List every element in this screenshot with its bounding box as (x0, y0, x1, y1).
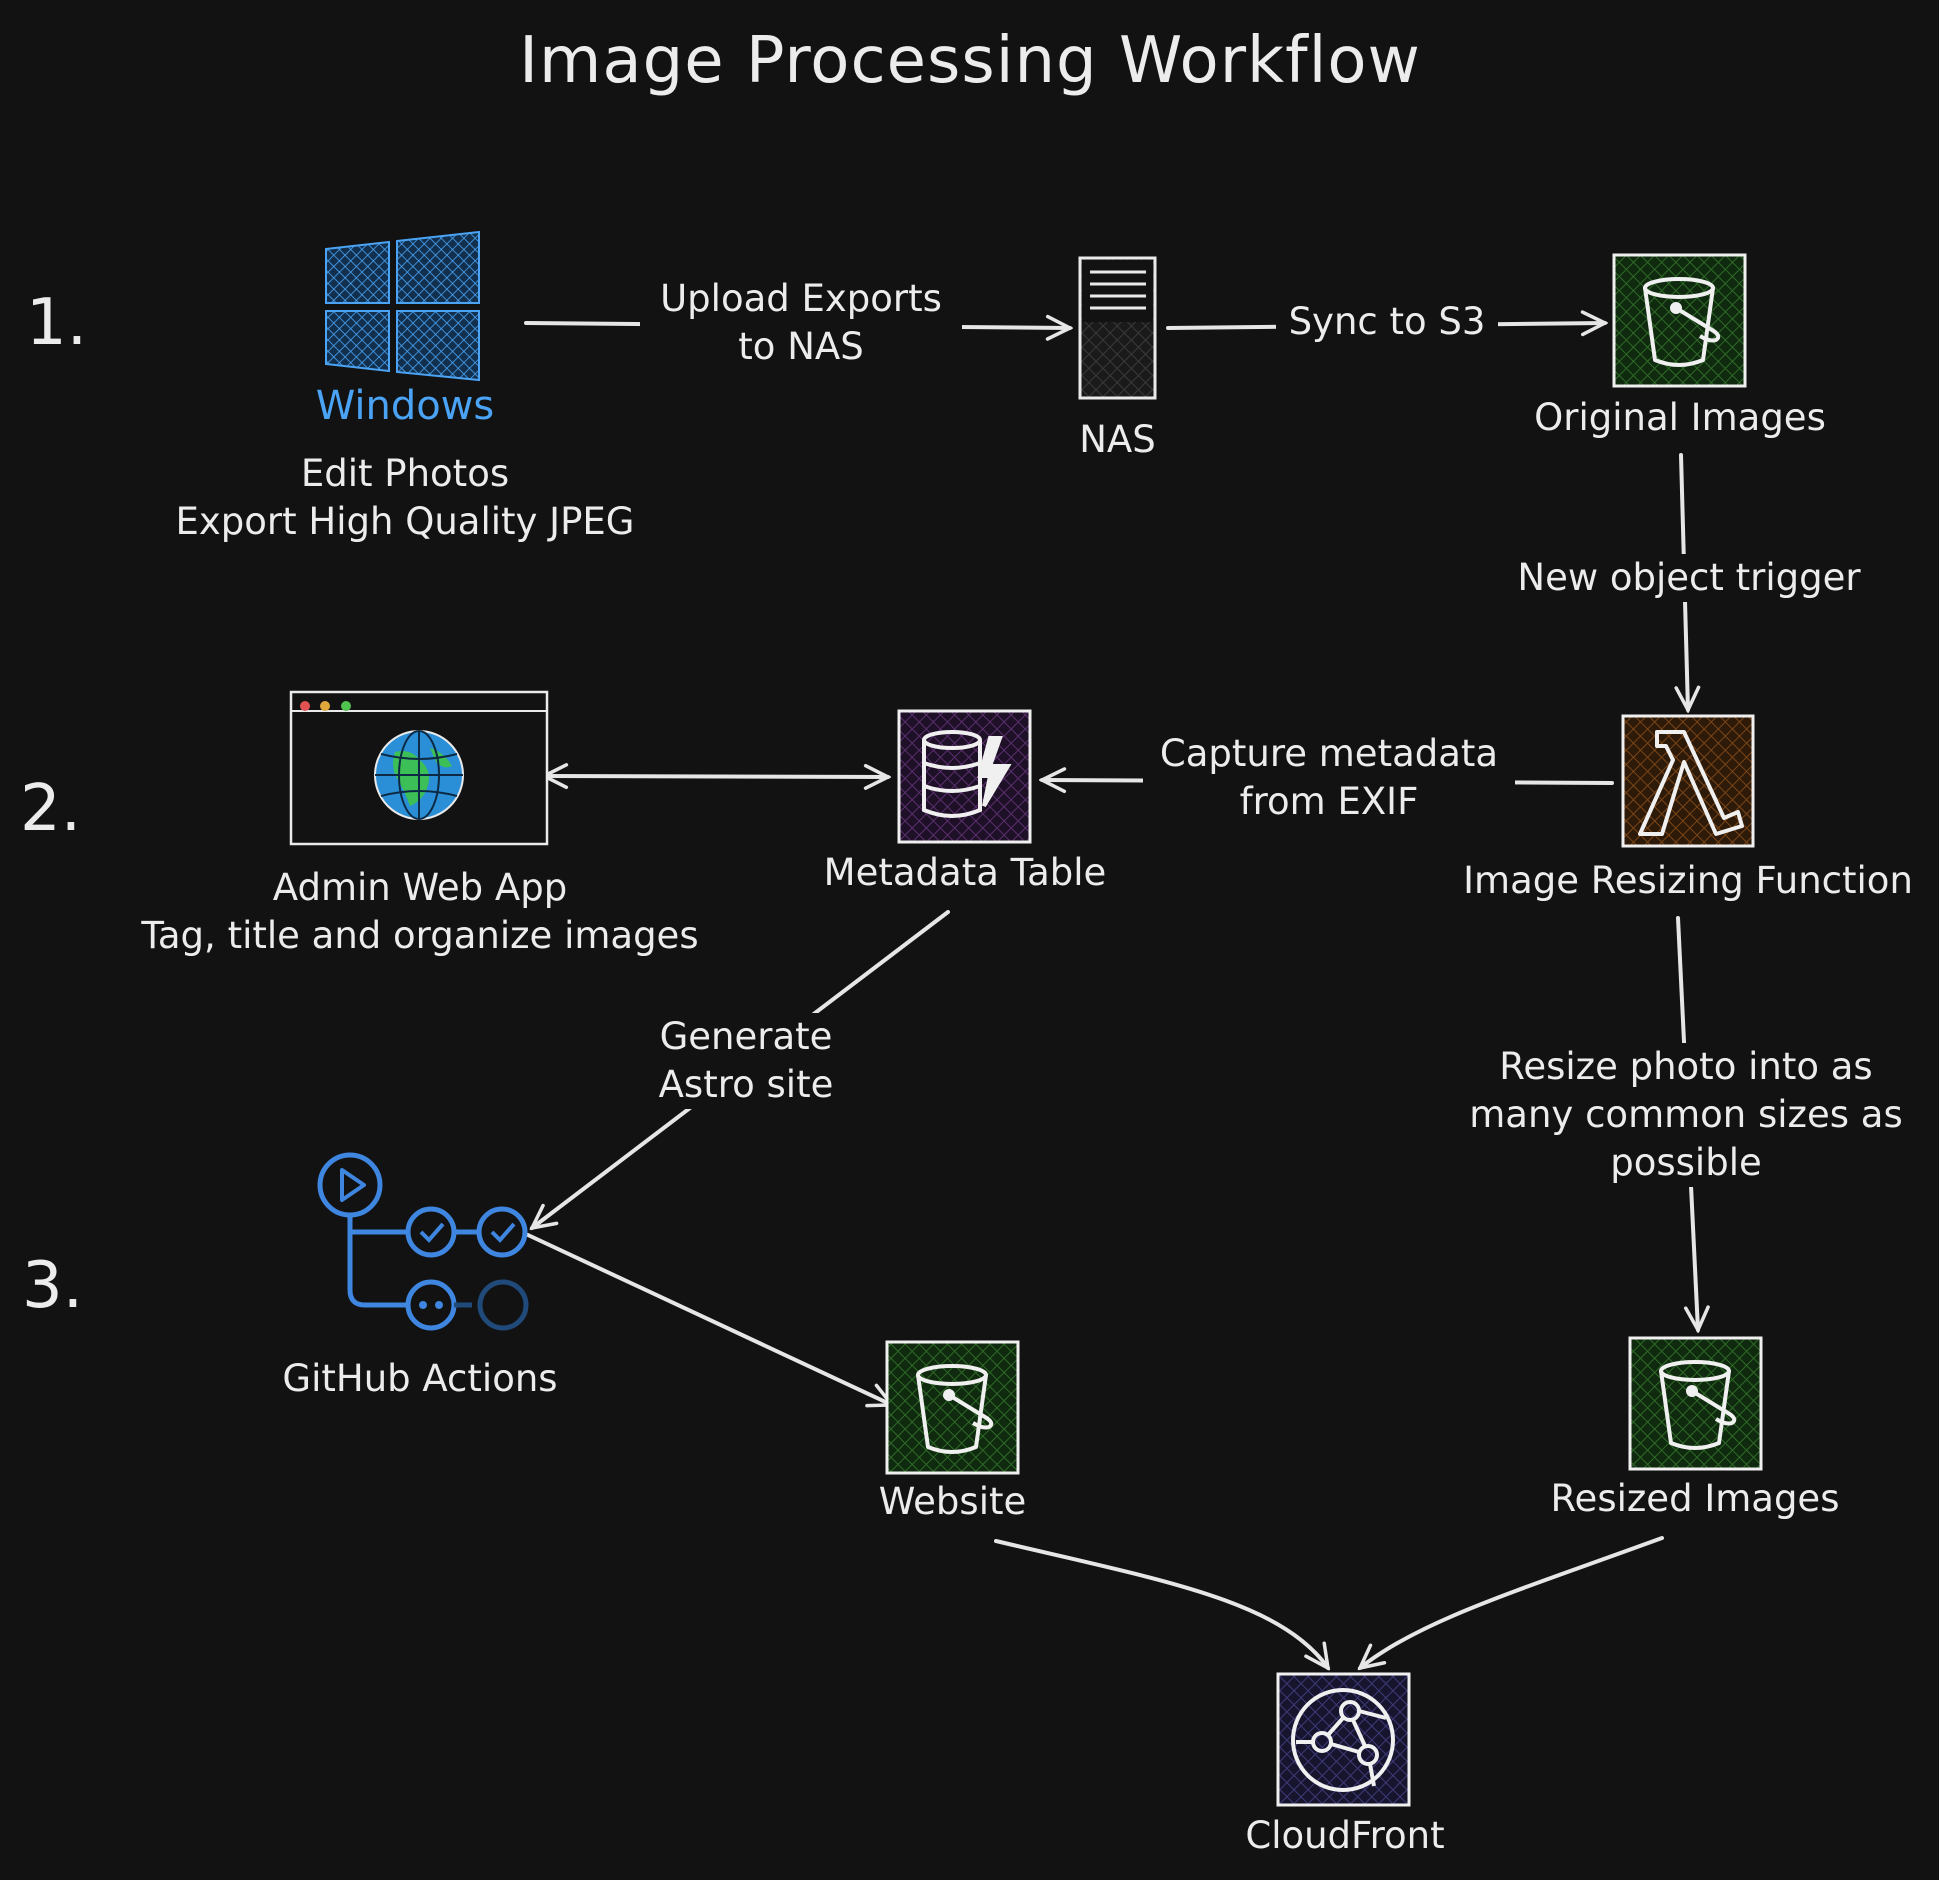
edge-admin-metadata (544, 776, 888, 777)
step-number-3: 3. (22, 1249, 84, 1323)
dynamodb-table-icon (897, 709, 1032, 844)
windows-brand-label: Windows (315, 383, 495, 429)
resize-function-caption: Image Resizing Function (1463, 859, 1913, 902)
metadata-table-caption: Metadata Table (823, 851, 1107, 894)
edge-label-sync: Sync to S3 (1276, 298, 1498, 347)
s3-bucket-icon (1628, 1336, 1763, 1471)
nas-caption: NAS (1079, 418, 1156, 461)
diagram-title: Image Processing Workflow (519, 24, 1421, 98)
edge-label-trigger: New object trigger (1498, 554, 1880, 603)
windows-caption: Edit Photos Export High Quality JPEG (175, 452, 635, 544)
resized-images-caption: Resized Images (1550, 1477, 1840, 1520)
step-number-1: 1. (26, 286, 88, 360)
windows-logo-icon (325, 230, 480, 382)
edge-resized-cloudfront (1360, 1536, 1664, 1668)
github-actions-icon (317, 1152, 529, 1331)
edge-github-website (526, 1233, 892, 1405)
cloudfront-icon (1276, 1672, 1411, 1807)
step-number-2: 2. (20, 772, 82, 846)
cloudfront-caption: CloudFront (1245, 1814, 1445, 1857)
s3-bucket-icon (1612, 253, 1747, 388)
edge-website-cloudfront (994, 1539, 1328, 1668)
browser-globe-icon (289, 690, 549, 846)
github-actions-caption: GitHub Actions (282, 1357, 558, 1400)
edge-label-resize: Resize photo into as many common sizes a… (1460, 1043, 1912, 1188)
server-icon (1078, 256, 1157, 400)
admin-app-caption: Admin Web App Tag, title and organize im… (141, 866, 699, 958)
edge-label-upload: Upload Exports to NAS (640, 275, 962, 372)
s3-bucket-icon (885, 1340, 1020, 1475)
lambda-icon (1621, 714, 1755, 848)
website-caption: Website (878, 1480, 1027, 1523)
edge-label-capture: Capture metadata from EXIF (1143, 730, 1515, 827)
original-images-caption: Original Images (1534, 396, 1826, 439)
edge-label-generate: Generate Astro site (625, 1013, 867, 1110)
